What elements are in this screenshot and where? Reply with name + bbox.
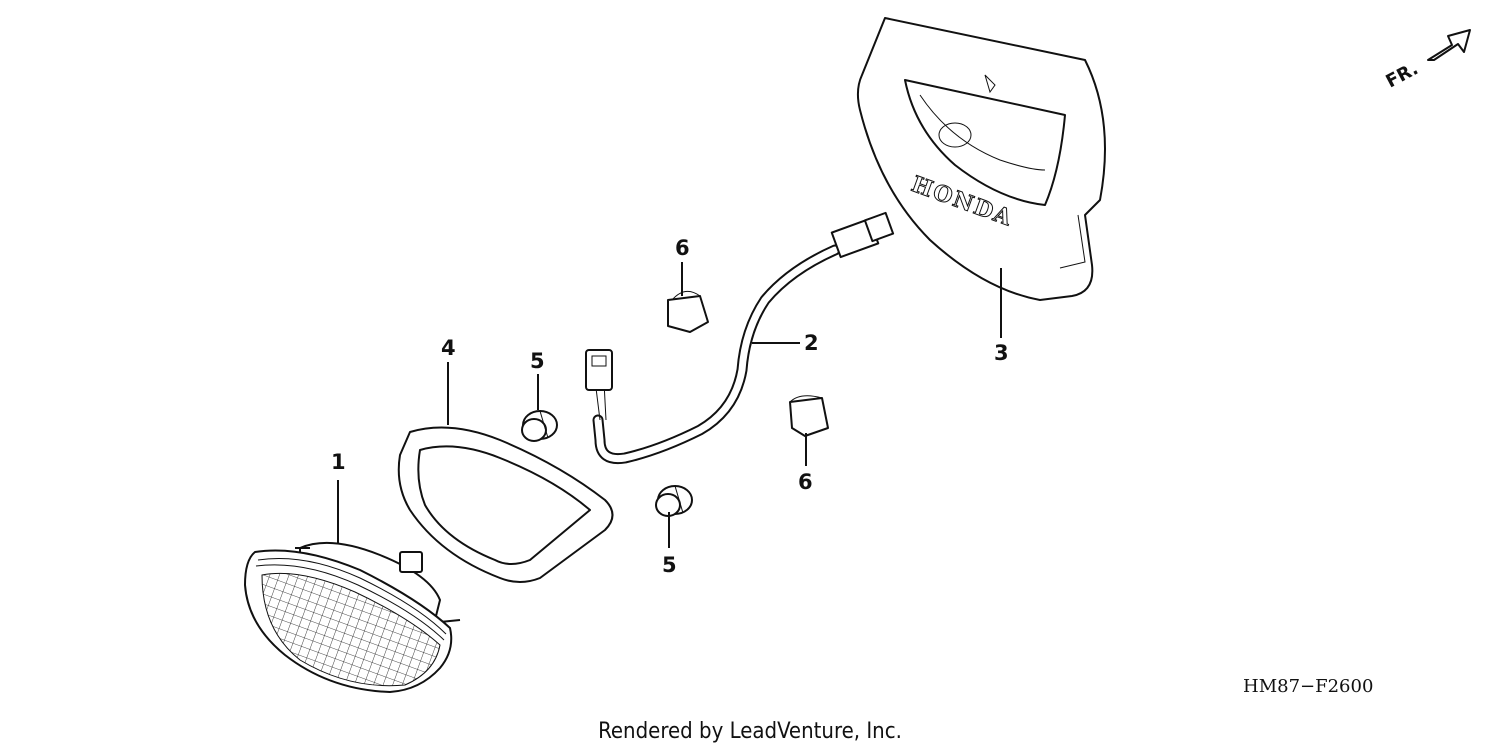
callout-6-lower[interactable]: 6 — [798, 470, 813, 494]
taillight-part[interactable] — [244, 541, 461, 693]
callout-3[interactable]: 3 — [994, 341, 1009, 365]
credit-text: Rendered by LeadVenture, Inc. — [598, 719, 902, 744]
callout-5-lower[interactable]: 5 — [662, 553, 677, 577]
callout-2[interactable]: 2 — [804, 331, 819, 355]
diagram-code: HM87−F2600 — [1243, 676, 1373, 697]
callout-5-upper[interactable]: 5 — [530, 349, 545, 373]
wire-harness-part[interactable] — [585, 211, 895, 465]
callout-1[interactable]: 1 — [331, 450, 346, 474]
front-direction-indicator: FR. — [1382, 29, 1471, 92]
clip-part-lower[interactable] — [789, 395, 829, 437]
clip-part-upper[interactable] — [667, 290, 709, 333]
callout-6-upper[interactable]: 6 — [675, 236, 690, 260]
direction-label: FR. — [1382, 58, 1421, 92]
grommet-part-lower[interactable] — [655, 485, 693, 517]
gasket-part[interactable] — [397, 426, 614, 583]
callout-4[interactable]: 4 — [441, 336, 456, 360]
grommet-part-upper[interactable] — [521, 410, 558, 442]
rear-cover-part[interactable]: HONDA — [856, 17, 1106, 301]
